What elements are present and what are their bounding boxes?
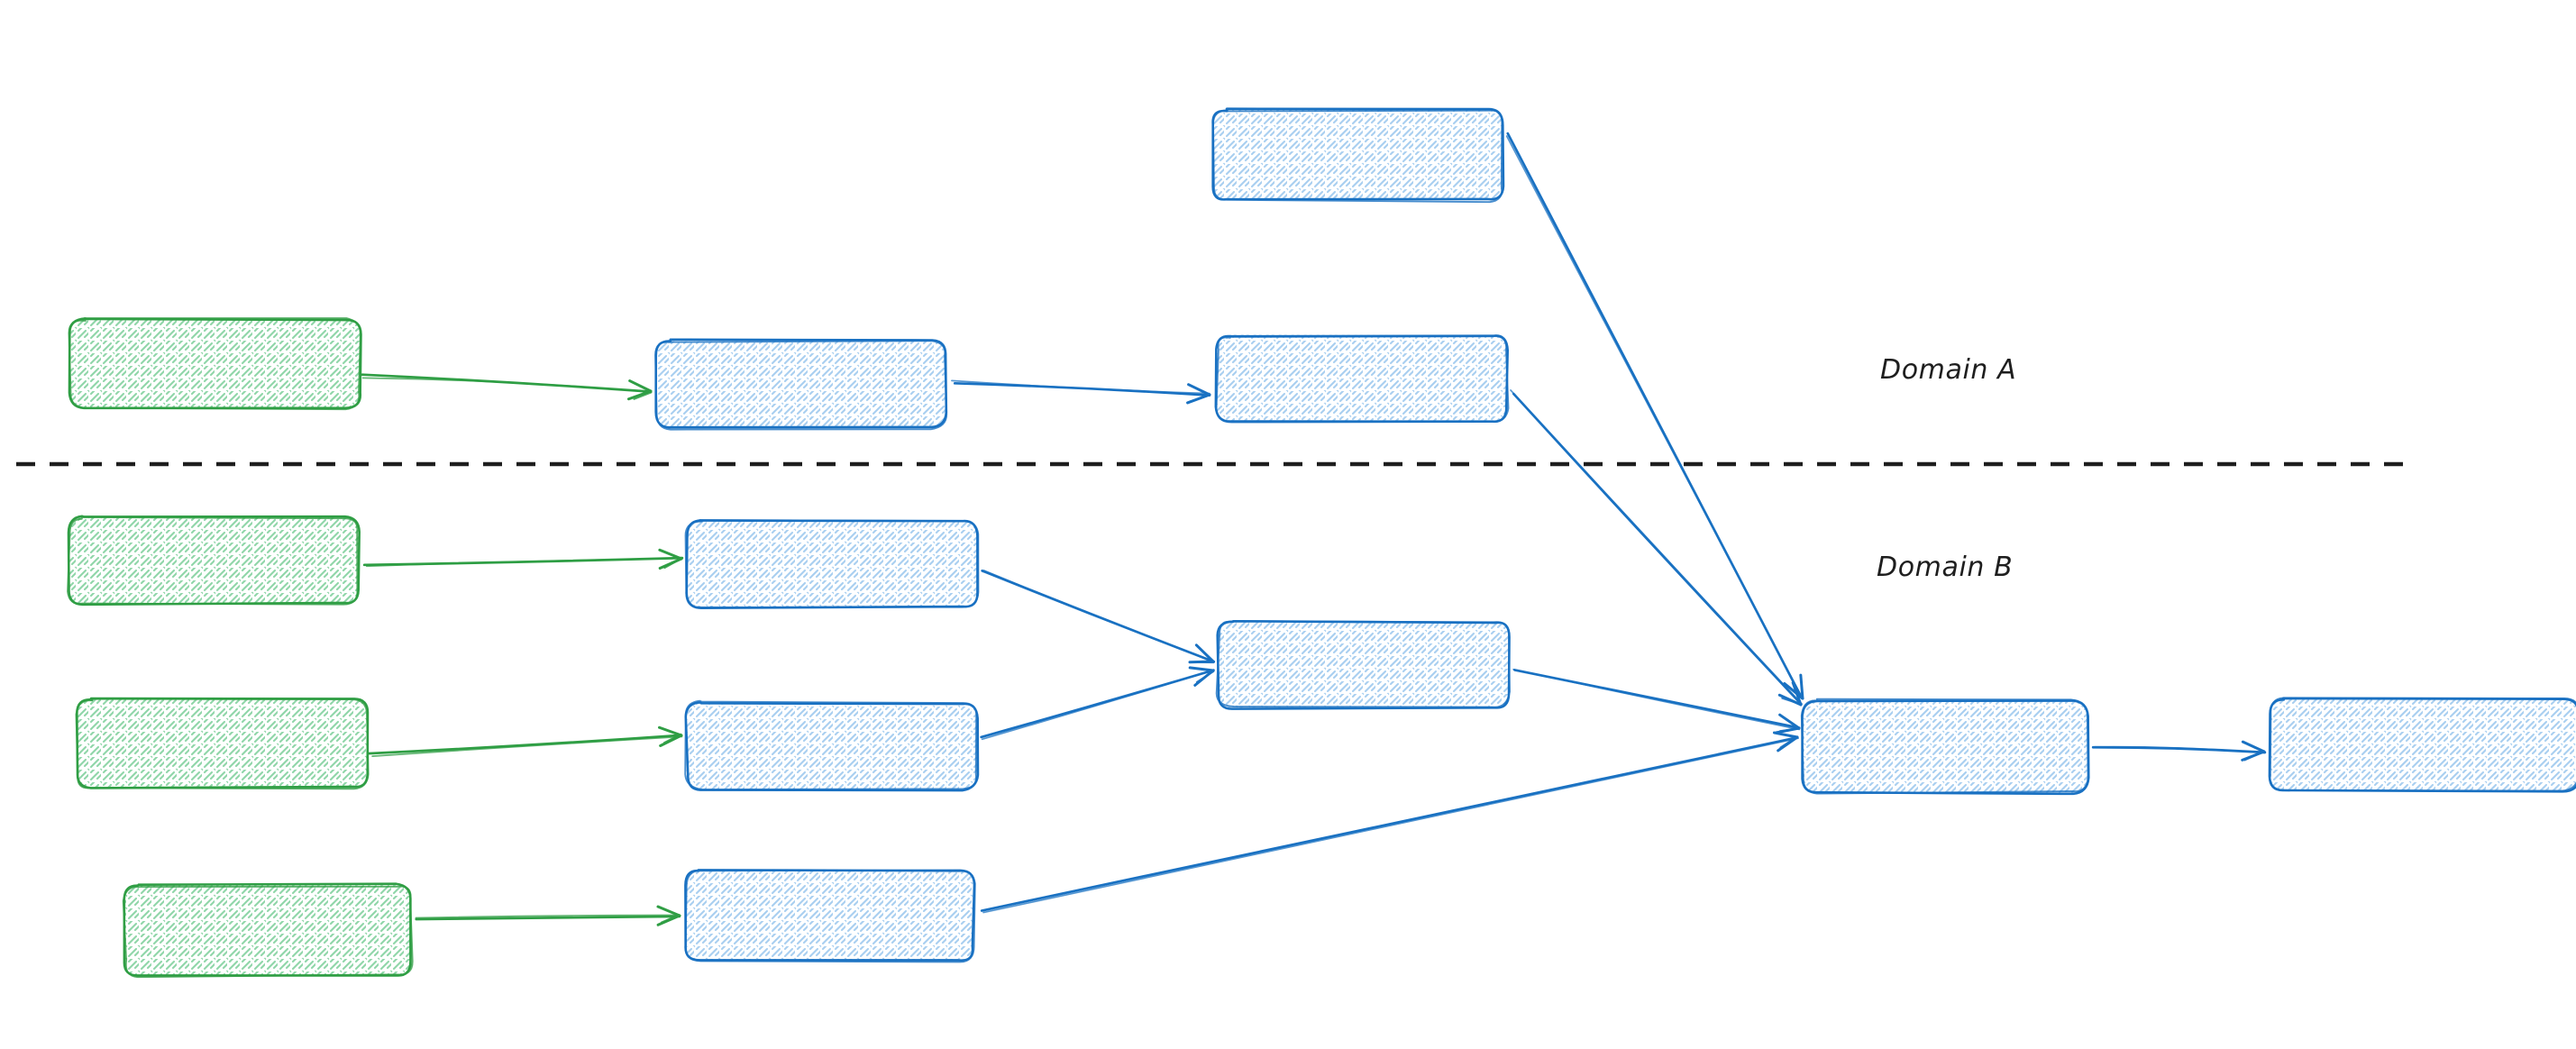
edge-e8[interactable] <box>981 569 1216 664</box>
node-src-b3[interactable] <box>122 882 414 979</box>
edge-arrowhead-e5 <box>658 548 683 570</box>
edge-e5[interactable] <box>362 548 684 570</box>
edge-line-e11 <box>980 736 1799 912</box>
edge-line2-e4 <box>1510 389 1803 705</box>
node-outline2-svc-b1 <box>684 518 980 608</box>
node-outline2-src-b1 <box>67 515 359 606</box>
node-fill-svc-b2 <box>686 702 978 789</box>
node-svc-a2[interactable] <box>1214 334 1510 424</box>
node-outline2-hub <box>1800 698 2089 795</box>
node-svc-b1[interactable] <box>684 518 980 609</box>
node-src-a1[interactable] <box>68 317 362 411</box>
node-fill-src-a1 <box>70 318 361 408</box>
node-fill-src-b1 <box>69 516 360 605</box>
node-outline2-svc-a2 <box>1215 335 1510 424</box>
node-fill-hub <box>1803 700 2087 794</box>
nodes-layer <box>67 107 2576 979</box>
label-domain-b: Domain B <box>1877 552 2014 583</box>
node-src-b1[interactable] <box>67 515 361 607</box>
node-sink[interactable] <box>2268 697 2576 793</box>
node-hub[interactable] <box>1800 698 2090 796</box>
edge-e12[interactable] <box>2091 740 2267 762</box>
edge-line2-e5 <box>365 557 681 568</box>
node-fill-svc-a3 <box>1212 109 1503 201</box>
edge-line-e6 <box>366 734 682 755</box>
node-fill-src-b3 <box>123 885 412 975</box>
node-outline2-sink <box>2269 697 2576 792</box>
edges-layer <box>361 132 2267 926</box>
edge-arrowhead-e10 <box>1774 713 1801 734</box>
node-outline2-svc-a1 <box>654 340 948 431</box>
edge-arrowhead-e6 <box>658 725 683 747</box>
edge-line2-e10 <box>1512 668 1801 731</box>
node-fill-sink <box>2269 698 2576 792</box>
edge-line2-e7 <box>415 914 680 919</box>
node-fill-svc-b3 <box>684 870 973 962</box>
node-fill-svc-b4 <box>1218 621 1510 708</box>
edge-e10[interactable] <box>1512 668 1801 734</box>
edge-arrowhead-e12 <box>2241 740 2266 762</box>
node-fill-svc-b1 <box>686 520 978 607</box>
edge-line-e7 <box>415 915 681 921</box>
node-outline2-svc-b3 <box>684 869 976 963</box>
edge-e6[interactable] <box>366 725 683 757</box>
node-svc-a1[interactable] <box>654 338 948 431</box>
node-svc-b2[interactable] <box>684 699 980 792</box>
edge-e1[interactable] <box>361 373 653 401</box>
edge-line2-e9 <box>981 670 1214 741</box>
node-outline2-src-b3 <box>122 885 414 979</box>
edge-e2[interactable] <box>951 379 1211 405</box>
edge-line2-e2 <box>951 379 1210 395</box>
node-outline2-svc-b4 <box>1215 620 1511 708</box>
edge-arrowhead-e2 <box>1186 383 1211 405</box>
edge-arrowhead-e3 <box>1783 673 1804 700</box>
edge-e3[interactable] <box>1505 132 1804 700</box>
edge-arrowhead-e1 <box>627 379 653 401</box>
node-outline2-src-a1 <box>68 317 361 411</box>
node-outline2-svc-a3 <box>1212 109 1503 204</box>
edge-arrowhead-e4 <box>1777 681 1803 707</box>
node-svc-b4[interactable] <box>1215 619 1511 710</box>
edge-e9[interactable] <box>980 666 1215 741</box>
node-svc-b3[interactable] <box>684 869 976 963</box>
edge-arrowhead-e8 <box>1188 643 1215 664</box>
edge-arrowhead-e9 <box>1188 666 1215 687</box>
edge-e7[interactable] <box>415 905 681 926</box>
node-outline2-src-b2 <box>75 698 370 790</box>
edge-line-e2 <box>953 381 1211 397</box>
label-domain-a: Domain A <box>1880 354 2017 386</box>
edge-line2-e1 <box>361 377 652 393</box>
edge-line2-e8 <box>982 570 1214 663</box>
edge-e4[interactable] <box>1510 389 1803 707</box>
node-svc-a3[interactable] <box>1211 107 1505 204</box>
node-fill-src-b2 <box>77 698 368 789</box>
edge-line2-e12 <box>2094 745 2266 754</box>
node-src-b2[interactable] <box>75 697 370 790</box>
edge-line2-e3 <box>1505 135 1804 699</box>
node-outline2-svc-b2 <box>684 699 978 791</box>
node-fill-svc-a2 <box>1217 334 1508 422</box>
node-fill-svc-a1 <box>655 341 947 427</box>
edge-e11[interactable] <box>980 731 1799 914</box>
edge-line2-e11 <box>982 737 1799 914</box>
edge-arrowhead-e7 <box>656 905 681 926</box>
edge-line2-e6 <box>371 735 683 757</box>
edge-arrowhead-e11 <box>1772 731 1799 753</box>
